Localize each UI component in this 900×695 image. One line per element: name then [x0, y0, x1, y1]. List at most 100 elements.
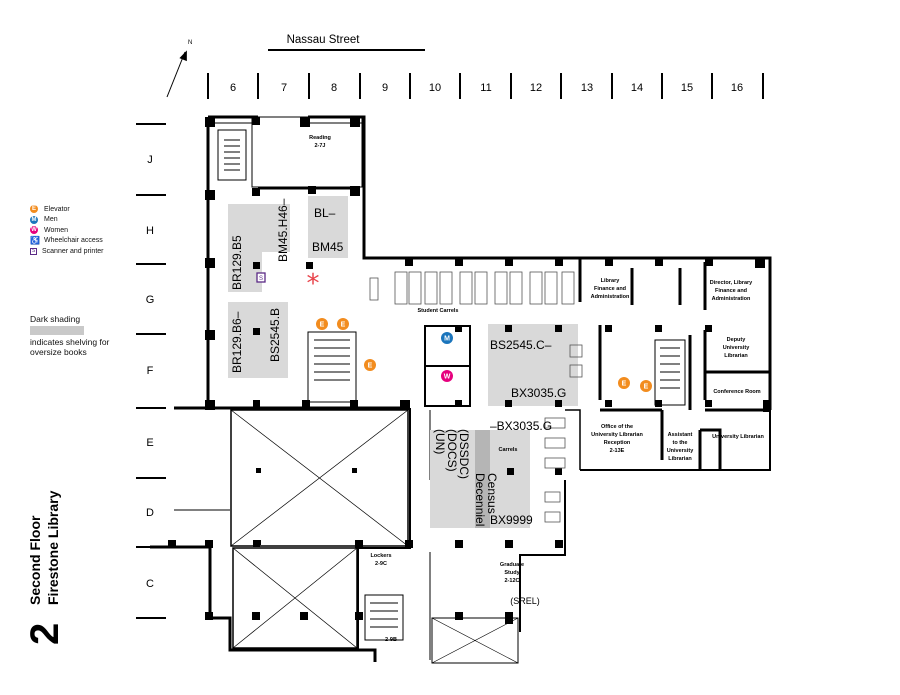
- shelf-label-bs2545b: BS2545.B: [268, 308, 282, 362]
- map-legend: E Elevator M Men W Women ♿ Wheelchair ac…: [30, 204, 103, 257]
- row-label-f: F: [147, 365, 154, 377]
- row-label-d: D: [146, 507, 154, 519]
- shelf-label-bx3035g: BX3035.G: [511, 386, 566, 400]
- women-restroom-icon: W: [30, 226, 38, 235]
- floor-number: 2: [23, 623, 67, 645]
- shading-swatch: [30, 326, 84, 335]
- room-label-office-ul-4: 2-13E: [610, 448, 625, 454]
- legend-label: Scanner and printer: [42, 247, 104, 255]
- shelf-label-dssdc: (DSSDC): [457, 429, 471, 479]
- restroom-block: [424, 325, 471, 407]
- svg-text:E: E: [622, 381, 627, 388]
- legend-label: Women: [44, 226, 68, 234]
- legend-item-men: M Men: [30, 215, 103, 226]
- shelf-label-decennial: Decenniel: [473, 473, 487, 526]
- col-label-14: 14: [631, 82, 643, 94]
- room-label-assistant-1: Assistant: [668, 432, 693, 438]
- shelf-label-bm45: BM45: [312, 240, 344, 254]
- col-label-6: 6: [230, 82, 236, 94]
- svg-text:E: E: [644, 384, 649, 391]
- row-label-h: H: [146, 225, 154, 237]
- shelf-label-bs2545c: BS2545.C–: [490, 338, 552, 352]
- row-label-e: E: [146, 437, 153, 449]
- student-carrel-desks: [369, 271, 575, 305]
- shelf-label-bx9999: BX9999: [490, 513, 533, 527]
- svg-text:E: E: [341, 322, 346, 329]
- row-label-g: G: [146, 294, 155, 306]
- svg-text:N: N: [188, 40, 192, 46]
- structural-columns: [168, 117, 771, 624]
- room-label-office-ul-2: University Librarian: [591, 432, 643, 438]
- elevator-icon: E: [364, 359, 376, 371]
- col-label-13: 13: [581, 82, 593, 94]
- floor-title-line1: Second Floor: [27, 515, 43, 605]
- legend-item-wheelchair: ♿ Wheelchair access: [30, 236, 103, 247]
- room-label-reading: Reading: [309, 135, 331, 141]
- room-label-conference: Conference Room: [713, 389, 760, 395]
- shading-note: Dark shading indicates shelving for over…: [30, 314, 110, 357]
- elevator-icon: E: [316, 318, 328, 330]
- room-label-director-1: Director, Library: [710, 280, 753, 286]
- room-label-graduate: Graduate: [500, 562, 524, 568]
- room-label-lib-finance-3: Administration: [591, 294, 630, 300]
- room-label-assistant-2: to the: [673, 440, 688, 446]
- elevator-icon: E: [30, 205, 38, 214]
- street-label: Nassau Street: [287, 34, 361, 46]
- room-number-reading: 2-7J: [314, 143, 325, 149]
- room-label-student-carrels: Student Carrels: [418, 308, 459, 314]
- legend-item-elevator: E Elevator: [30, 204, 103, 215]
- stairs: [217, 129, 686, 641]
- room-label-deputy-2: University: [723, 345, 751, 351]
- svg-text:E: E: [368, 363, 373, 370]
- room-label-deputy-1: Deputy: [727, 337, 747, 343]
- legend-item-scanner: S Scanner and printer: [30, 246, 103, 257]
- wheelchair-icon: ♿: [30, 235, 40, 245]
- room-number-lockers: 2-9C: [375, 561, 387, 567]
- shading-title: Dark shading: [30, 314, 81, 324]
- shelf-label-br129b5: BR129.B5: [230, 235, 244, 290]
- east-wing-walls: [578, 258, 770, 470]
- room-label-lib-finance-1: Library: [601, 278, 621, 284]
- room-number-9b: 2-9B: [385, 637, 397, 643]
- elevator-markers: E E E E E M W: [316, 318, 652, 392]
- col-label-7: 7: [281, 82, 287, 94]
- room-label-carrels: Carrels: [499, 447, 518, 453]
- col-label-8: 8: [331, 82, 337, 94]
- carrel-desks: [544, 344, 583, 523]
- scanner-icon: S: [256, 272, 266, 283]
- col-label-16: 16: [731, 82, 743, 94]
- room-label-office-ul-1: Office of the: [601, 424, 633, 430]
- svg-text:S: S: [259, 276, 263, 282]
- col-label-10: 10: [429, 82, 441, 94]
- legend-label: Men: [44, 216, 58, 224]
- row-label-j: J: [147, 154, 153, 166]
- north-arrow-icon: N: [166, 40, 192, 98]
- room-number-graduate: 2-12C: [505, 578, 520, 584]
- men-restroom-icon: M: [441, 332, 453, 344]
- room-label-assistant-3: University: [667, 448, 695, 454]
- building-walls: [150, 115, 772, 662]
- elevator-icon: E: [640, 380, 652, 392]
- shelf-label-bx3035g-start: –BX3035.G: [490, 419, 552, 433]
- shelf-label-br129b6: BR129.B6–: [230, 311, 244, 373]
- col-label-11: 11: [480, 82, 491, 94]
- elevator-icon: E: [337, 318, 349, 330]
- men-restroom-icon: M: [30, 215, 38, 224]
- scanner-icon: S: [30, 247, 37, 255]
- room-label-director-3: Administration: [712, 296, 751, 302]
- svg-text:E: E: [320, 322, 325, 329]
- floor-title-line2: Firestone Library: [45, 490, 61, 605]
- shelf-label-un: (UN): [433, 429, 447, 454]
- legend-label: Elevator: [44, 205, 70, 213]
- shelf-label-bm45h46: BM45.H46–: [276, 198, 290, 262]
- shelf-label-docs: (DOCS): [445, 429, 459, 472]
- room-label-lib-finance-2: Finance and: [594, 286, 626, 292]
- svg-text:W: W: [444, 374, 451, 381]
- shelf-label-bl: BL–: [314, 206, 336, 220]
- room-label-assistant-4: Librarian: [668, 456, 692, 462]
- room-label-study: Study: [504, 570, 520, 576]
- shelving: [228, 196, 578, 528]
- shelf-label-census: Census: [485, 473, 499, 514]
- shading-description: indicates shelving for oversize books: [30, 337, 110, 357]
